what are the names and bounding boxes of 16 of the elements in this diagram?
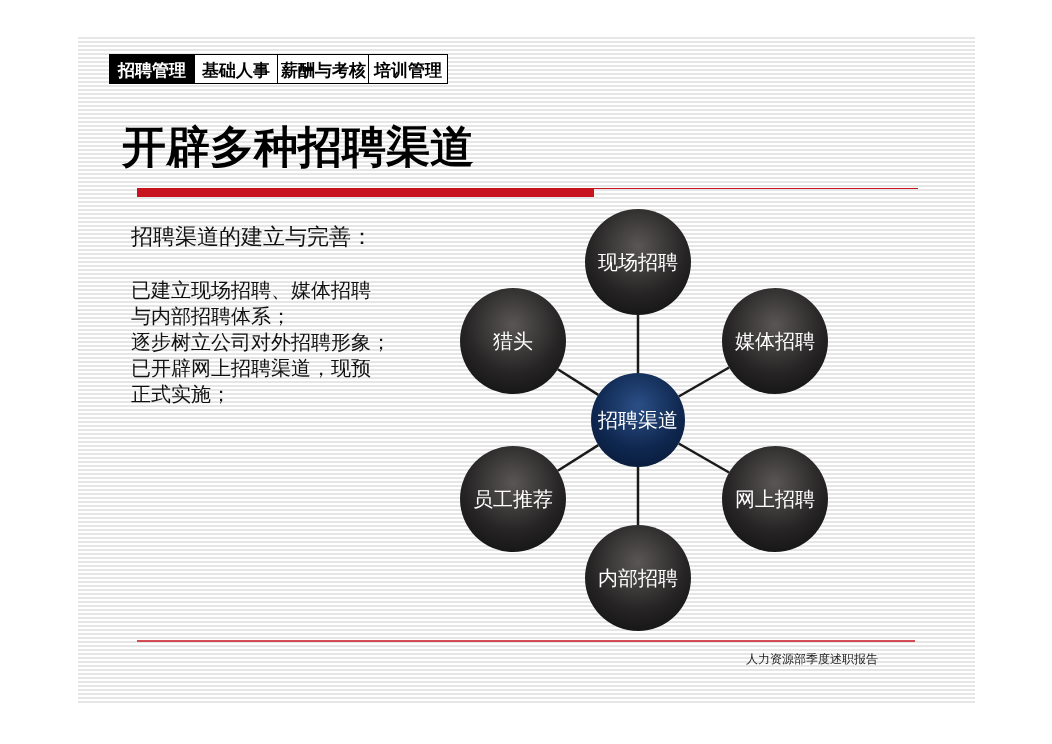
connector-line <box>557 444 599 472</box>
footer-text: 人力资源部季度述职报告 <box>746 651 878 668</box>
tab: 薪酬与考核 <box>277 54 369 84</box>
connector-line <box>636 315 640 373</box>
tab: 培训管理 <box>368 54 448 84</box>
tab: 基础人事 <box>194 54 278 84</box>
connector-line <box>557 368 599 396</box>
connector-line <box>678 442 730 474</box>
body-text: 已建立现场招聘、媒体招聘与内部招聘体系； <box>131 278 372 330</box>
tab: 招聘管理 <box>109 54 195 84</box>
connector-line <box>636 467 640 525</box>
body-text: 逐步树立公司对外招聘形象； <box>131 330 391 356</box>
subheading: 招聘渠道的建立与完善： <box>131 223 373 251</box>
body-text: 已开辟网上招聘渠道，现预正式实施； <box>131 356 372 408</box>
connector-line <box>678 366 730 398</box>
page-title: 开辟多种招聘渠道 <box>122 120 474 174</box>
